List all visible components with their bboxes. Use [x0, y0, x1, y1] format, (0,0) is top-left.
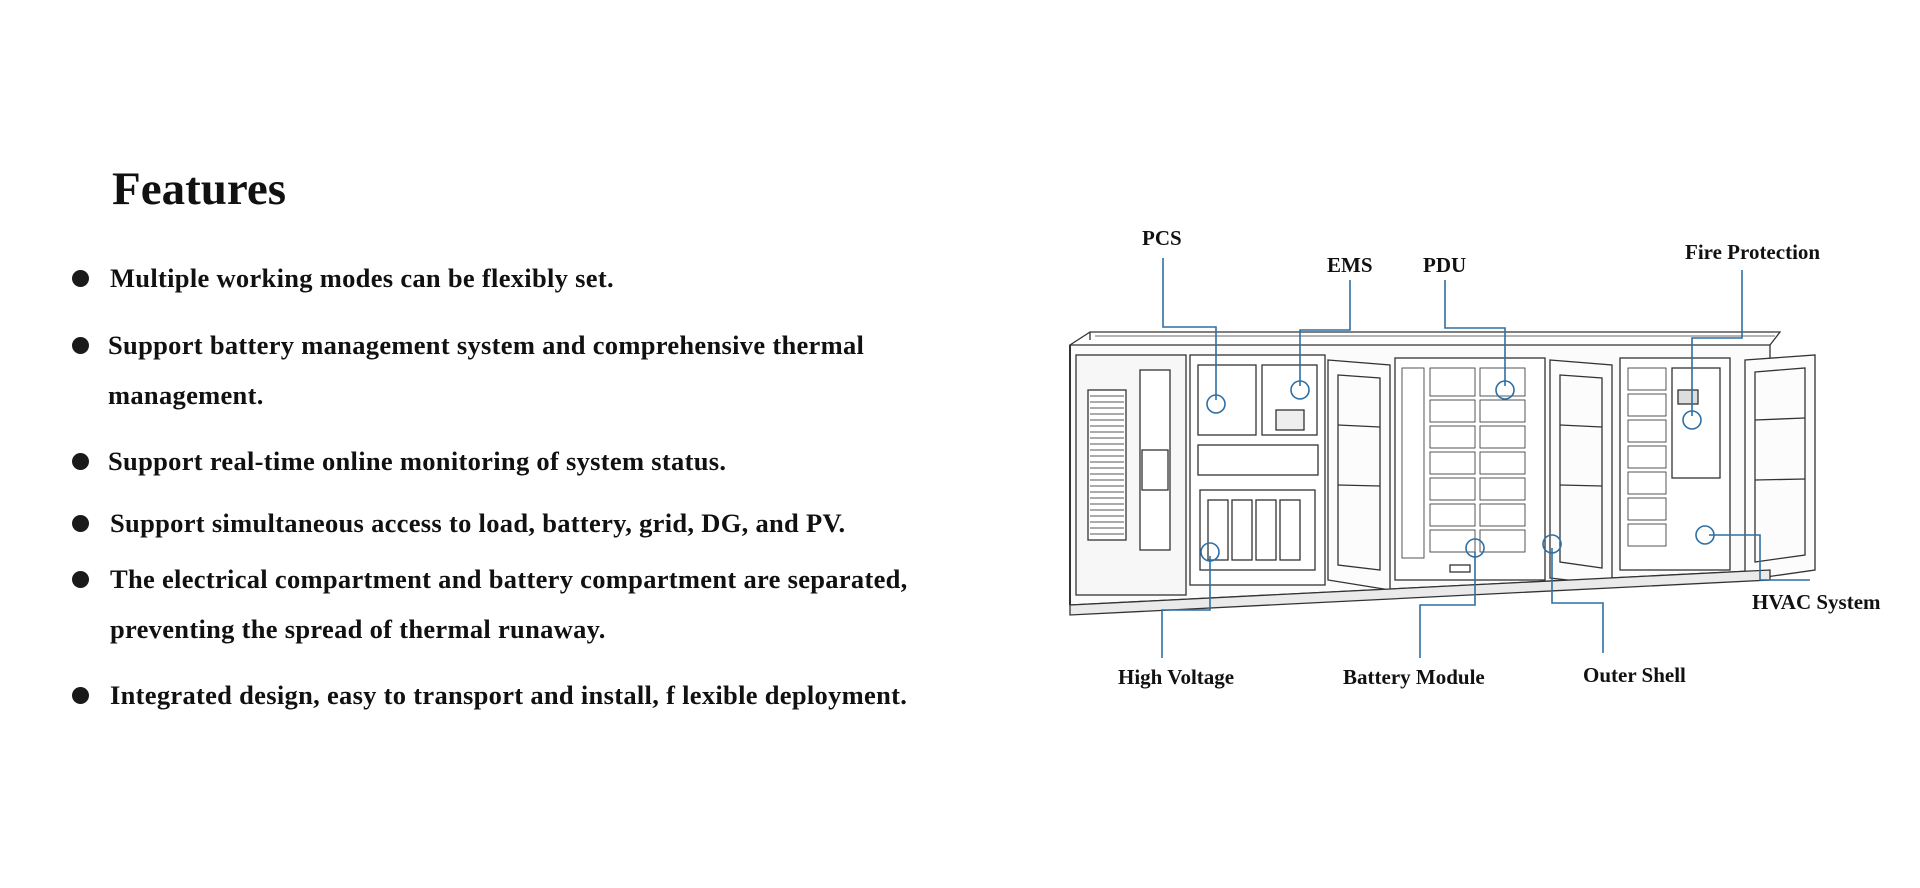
feature-line: Multiple working modes can be flexibly s…: [110, 263, 614, 293]
feature-line: Support real-time online monitoring of s…: [108, 446, 727, 476]
features-title: Features: [112, 163, 287, 215]
bullet-icon: [72, 515, 89, 532]
container-diagram: PCS EMS PDU Fire Protection HVAC System …: [1050, 200, 1910, 720]
bullet-icon: [72, 571, 89, 588]
bullet-icon: [72, 337, 89, 354]
ems-marker: [1290, 380, 1310, 400]
callout-pdu: PDU: [1423, 253, 1467, 277]
fire-protection-leader: [1691, 270, 1743, 416]
callout-ems: EMS: [1327, 253, 1373, 277]
fire-protection-marker: [1682, 410, 1702, 430]
battery-module-leader: [1419, 552, 1476, 658]
pcs-marker: [1206, 394, 1226, 414]
callout-fire-protection: Fire Protection: [1685, 240, 1821, 264]
outer-shell-marker: [1542, 534, 1562, 554]
hvac-system-leader: [1709, 534, 1810, 581]
callout-battery-module: Battery Module: [1343, 665, 1485, 689]
callout-hvac-system: HVAC System: [1752, 590, 1881, 614]
callout-high-voltage: High Voltage: [1118, 665, 1235, 689]
callout-leaders: [1161, 258, 1810, 658]
pdu-leader: [1444, 280, 1506, 386]
feature-line: Support simultaneous access to load, bat…: [110, 508, 846, 538]
callout-pcs: PCS: [1142, 226, 1182, 250]
callout-outer-shell: Outer Shell: [1583, 663, 1686, 687]
bullet-icon: [72, 687, 89, 704]
feature-line: management.: [108, 380, 264, 410]
hvac-system-marker: [1695, 525, 1715, 545]
ems-leader: [1299, 280, 1351, 386]
high-voltage-leader: [1161, 556, 1211, 658]
battery-module-marker: [1465, 538, 1485, 558]
outer-shell-leader: [1551, 548, 1604, 653]
pdu-marker: [1495, 380, 1515, 400]
high-voltage-marker: [1200, 542, 1220, 562]
feature-line: Support battery management system and co…: [108, 330, 865, 360]
feature-line: Integrated design, easy to transport and…: [110, 680, 908, 710]
bullet-icon: [72, 453, 89, 470]
feature-line: The electrical compartment and battery c…: [110, 564, 908, 594]
bullet-icon: [72, 270, 89, 287]
pcs-leader: [1162, 258, 1217, 400]
feature-line: preventing the spread of thermal runaway…: [110, 614, 606, 644]
container-illustration: [1069, 331, 1816, 616]
